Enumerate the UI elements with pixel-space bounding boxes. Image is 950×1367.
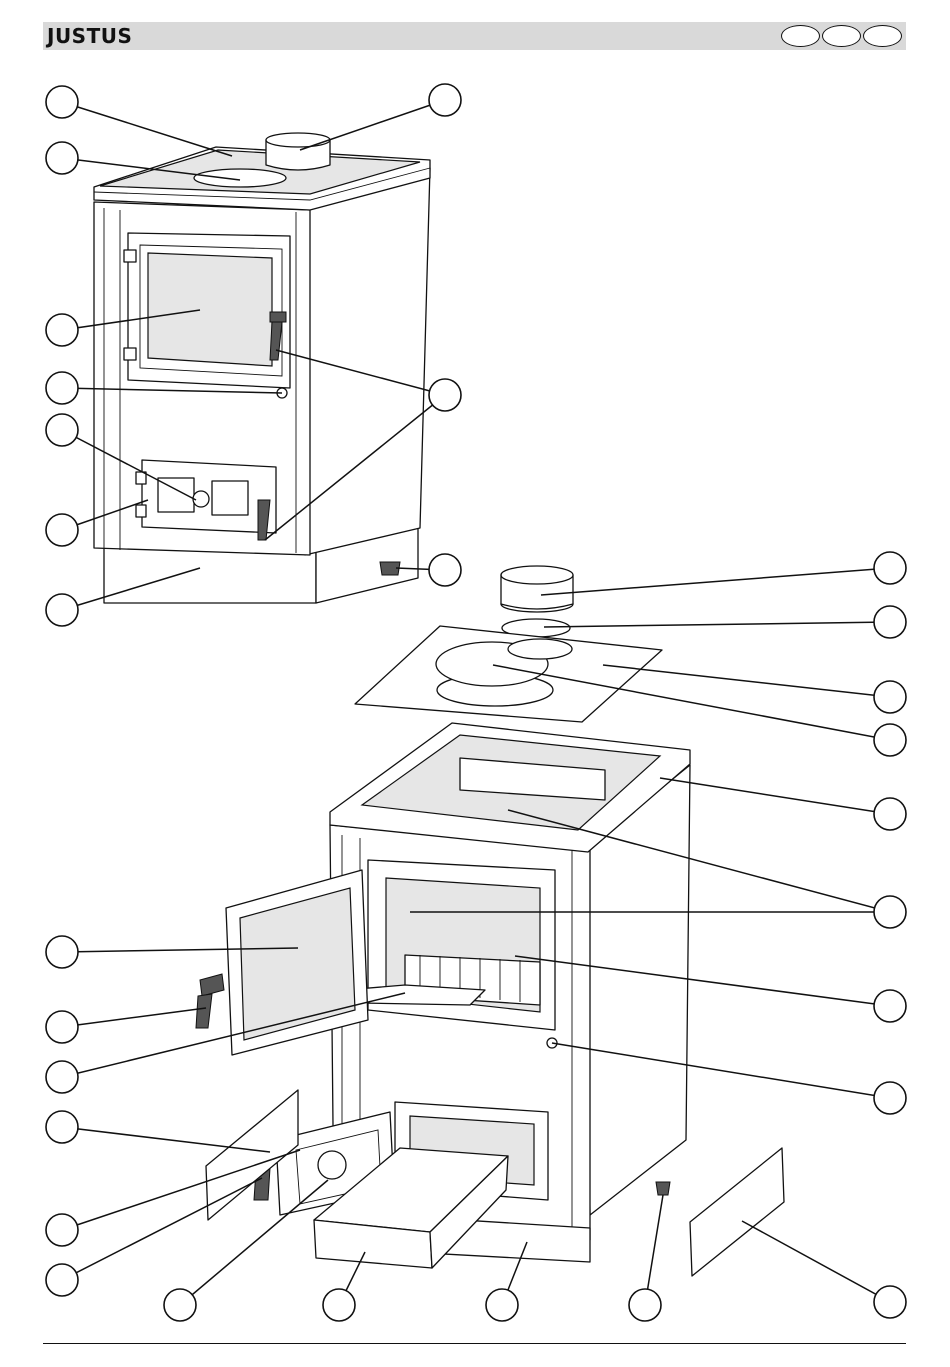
callout-circle (46, 1214, 78, 1246)
callout-circle (874, 1286, 906, 1318)
air-regulator (318, 1151, 346, 1179)
fire-door-handle (196, 994, 212, 1028)
callout-circle (874, 724, 906, 756)
assembled-side-panel (305, 168, 430, 555)
callout-circle (429, 84, 461, 116)
callout-circle (874, 1082, 906, 1114)
exploded-stove (196, 566, 784, 1276)
footer-rule (43, 1343, 906, 1344)
callout-circle (874, 606, 906, 638)
plinth-panel-right (690, 1148, 784, 1276)
callout-circle (874, 990, 906, 1022)
callout-circle (46, 936, 78, 968)
callout-circle (46, 372, 78, 404)
callout-circle (46, 594, 78, 626)
callout-circle (46, 86, 78, 118)
callout-circle (46, 514, 78, 546)
callout-circle (46, 414, 78, 446)
callout-circle (46, 1061, 78, 1093)
callout-circle (874, 681, 906, 713)
callout-circle (323, 1289, 355, 1321)
callout-circle (874, 896, 906, 928)
callout-circle (46, 314, 78, 346)
callout-circle (629, 1289, 661, 1321)
assembled-stove (94, 133, 430, 603)
callout-circle (874, 552, 906, 584)
callout-circle (46, 1011, 78, 1043)
assembled-door-glass (148, 253, 272, 366)
callout-circle (486, 1289, 518, 1321)
callout-circle (164, 1289, 196, 1321)
callout-circle (46, 1264, 78, 1296)
callout-circle (429, 554, 461, 586)
callout-circle (874, 798, 906, 830)
callout-circle (46, 1111, 78, 1143)
callout-circle (46, 142, 78, 174)
callout-circle (429, 379, 461, 411)
